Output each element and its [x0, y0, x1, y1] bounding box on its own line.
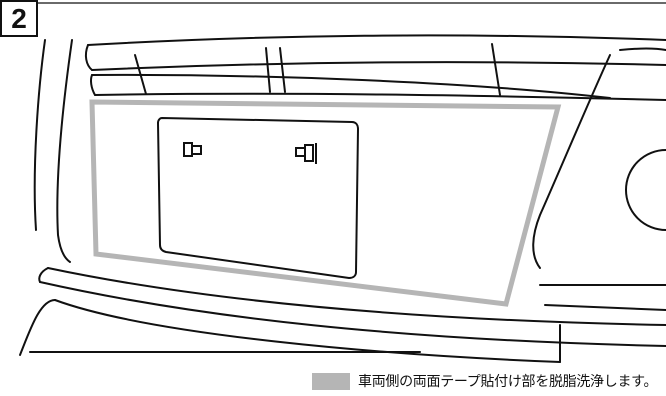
left-body-contour: [56, 39, 73, 263]
legend-text: 車両側の両面テープ貼付け部を脱脂洗浄します。: [358, 374, 658, 390]
grille-band-3: [91, 73, 611, 99]
lower-bumper-upper: [47, 267, 666, 326]
grille-band-2: [91, 61, 666, 71]
left-outer-contour: [33, 39, 46, 231]
grille-band-4: [94, 92, 666, 101]
tape-area-highlight: [89, 99, 562, 307]
step-number-badge: 2: [0, 0, 38, 37]
step-number: 2: [11, 2, 27, 34]
legend: 車両側の両面テープ貼付け部を脱脂洗浄します。: [312, 371, 657, 391]
fog-lamp: [625, 149, 666, 231]
right-body-contour: [532, 54, 611, 269]
grille-band-1: [87, 34, 666, 46]
plate-bolt-right: [295, 143, 317, 164]
lower-bumper-lower: [39, 281, 666, 347]
legend-swatch: [312, 372, 350, 390]
plate-bolt-left: [183, 142, 202, 157]
